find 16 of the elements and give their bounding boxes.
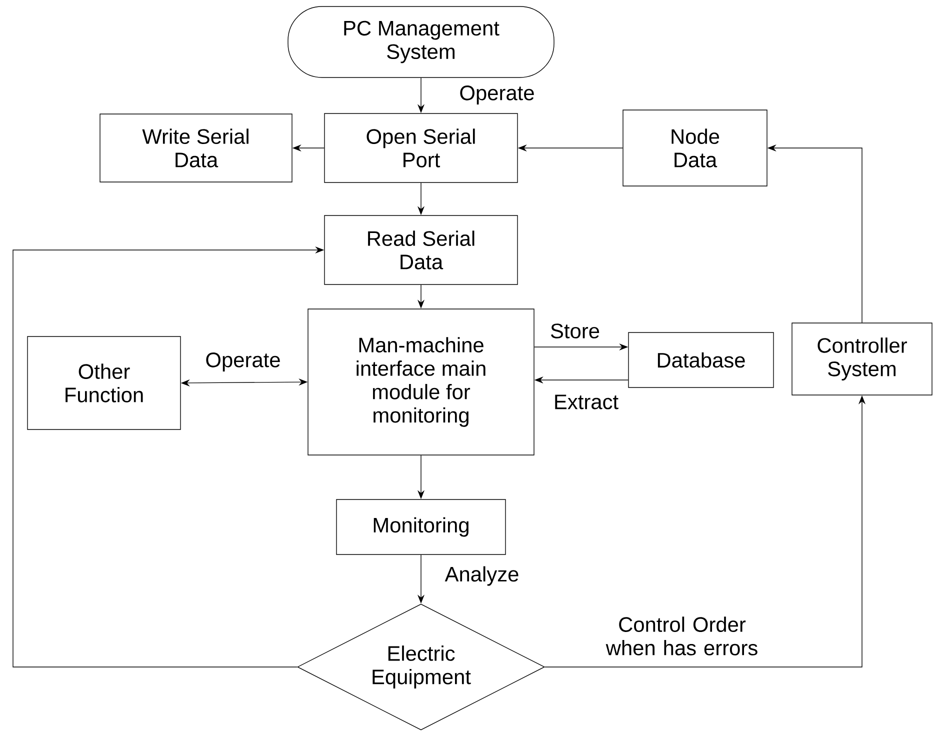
process-box: Other Function	[27, 336, 181, 430]
terminal-box: PC Management System	[288, 6, 554, 78]
process-box: Write Serial Data	[100, 114, 292, 182]
edge-label: Operate	[458, 84, 536, 106]
edge-label: Operate	[204, 352, 282, 372]
process-box: Database	[628, 332, 774, 388]
process-box: Monitoring	[336, 499, 506, 555]
process-box: Open Serial Port	[324, 113, 518, 183]
edge-label: Analyze	[444, 565, 520, 587]
process-box: Man-machine interface main module for monitoring	[308, 308, 534, 456]
edge-label: Control Order when has errors	[591, 616, 773, 656]
edge-label: Extract	[552, 394, 620, 410]
process-box: Controller System	[792, 322, 932, 396]
process-box: Read Serial Data	[324, 215, 518, 285]
edge-label: Store	[549, 322, 601, 340]
process-box: Node Data	[622, 110, 768, 186]
